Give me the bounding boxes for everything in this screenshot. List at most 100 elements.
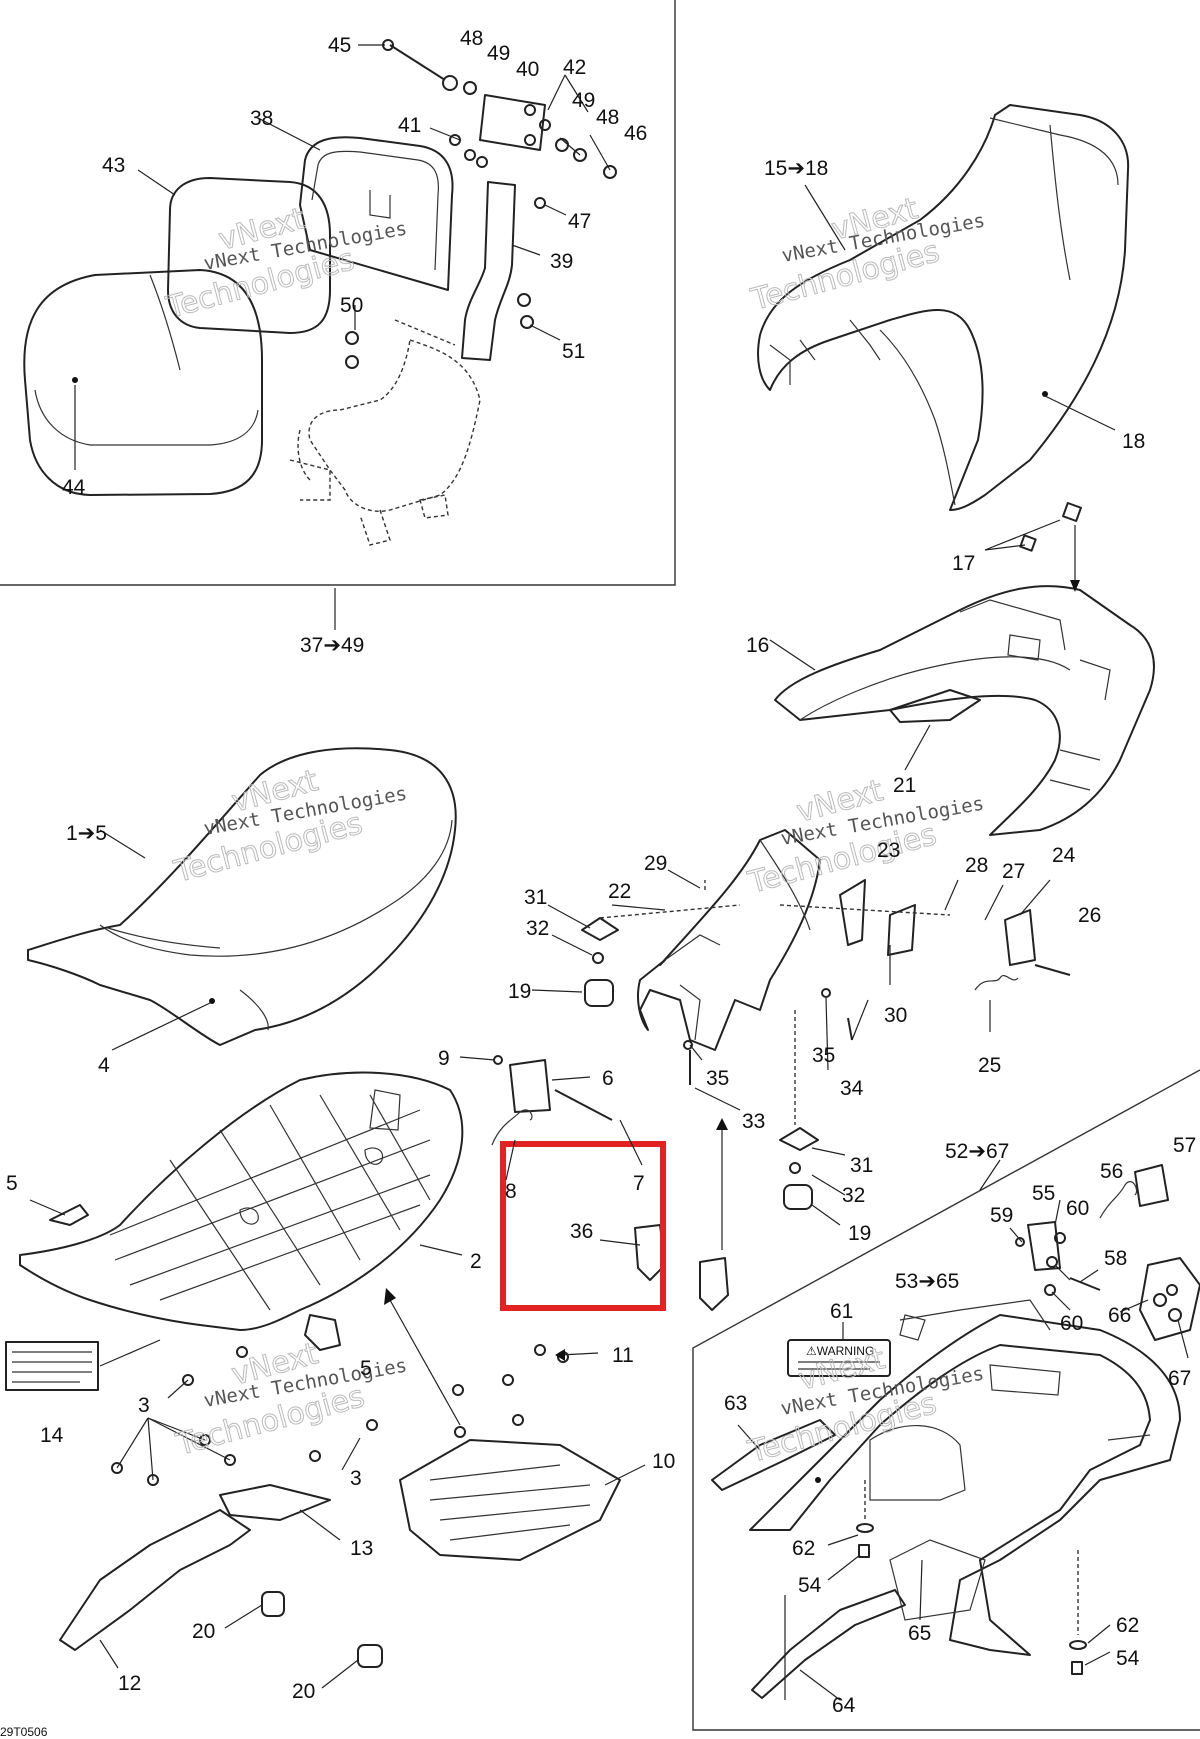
bumpers-20	[261, 1591, 383, 1668]
callout-19b: 19	[848, 1222, 871, 1245]
callout-10: 10	[652, 1450, 675, 1473]
callout-58: 58	[1104, 1247, 1127, 1270]
callout-31a: 31	[524, 886, 547, 909]
callout-4: 4	[98, 1054, 110, 1077]
strip-64	[751, 1589, 906, 1699]
callout-55: 55	[1032, 1182, 1055, 1205]
callout-19a: 19	[508, 980, 531, 1003]
plate-10	[399, 1439, 621, 1561]
callout-39: 39	[550, 250, 573, 273]
callout-37-49: 37➔49	[300, 634, 364, 657]
callout-53-65: 53➔65	[895, 1270, 959, 1293]
callout-8: 8	[505, 1180, 517, 1203]
callout-20b: 20	[292, 1680, 315, 1703]
watermark-group-5: vNext vNext Technologies Technologies	[172, 1336, 409, 1464]
callout-31b: 31	[850, 1154, 873, 1177]
grab-handle-dashed	[289, 319, 481, 546]
fasteners-3	[111, 1346, 378, 1486]
callout-42: 42	[563, 56, 586, 79]
backrest-hardware	[345, 39, 617, 369]
callout-45: 45	[328, 34, 351, 57]
callout-36: 36	[570, 1220, 593, 1243]
label-14	[5, 1341, 99, 1391]
latch-lever-23	[839, 879, 866, 946]
callout-49b: 49	[572, 89, 595, 112]
callout-60b: 60	[1060, 1312, 1083, 1335]
callout-34: 34	[840, 1077, 864, 1100]
callout-26: 26	[1078, 904, 1101, 927]
callout-48b: 48	[596, 106, 619, 129]
strip-63	[711, 1419, 836, 1491]
callout-60a: 60	[1066, 1197, 1089, 1220]
callout-56: 56	[1100, 1160, 1123, 1183]
callout-62a: 62	[792, 1537, 815, 1560]
storage-hardware	[1015, 1164, 1200, 1341]
callout-41: 41	[398, 114, 421, 137]
backrest-bracket	[461, 181, 516, 361]
seat-pad-21	[889, 689, 981, 723]
callout-64: 64	[832, 1694, 856, 1717]
callout-33: 33	[742, 1110, 765, 1133]
callout-3a: 3	[138, 1394, 150, 1417]
callout-66: 66	[1108, 1304, 1131, 1327]
callout-1-5: 1➔5	[66, 822, 107, 845]
latch-bracket-22	[637, 829, 821, 1051]
bumpers-right	[779, 1127, 819, 1210]
backrest-pad	[23, 269, 263, 496]
callout-18: 18	[1122, 430, 1145, 453]
callout-15-18: 15➔18	[764, 157, 828, 180]
highlight-box	[500, 1141, 666, 1311]
bolt-26	[1034, 964, 1071, 976]
install-arrow	[716, 1118, 728, 1250]
watermark-group-6: vNext vNext Technologies Technologies	[744, 1341, 986, 1471]
callout-35a: 35	[812, 1044, 835, 1067]
callout-24: 24	[1052, 844, 1076, 867]
callout-13: 13	[350, 1537, 373, 1560]
callout-46: 46	[624, 122, 647, 145]
callout-17: 17	[952, 552, 975, 575]
alignment-dashes	[599, 880, 951, 1125]
backrest-cushion	[167, 177, 331, 334]
nuts-11	[452, 1344, 569, 1438]
watermark-group-3: vNext vNext Technologies Technologies	[170, 763, 409, 891]
callout-5b: 5	[360, 1357, 372, 1380]
callout-59: 59	[990, 1204, 1013, 1227]
callout-54b: 54	[1116, 1647, 1140, 1670]
callout-44: 44	[62, 476, 86, 499]
leader-lines	[29, 44, 1189, 1701]
callout-50: 50	[340, 294, 363, 317]
callout-47: 47	[568, 210, 591, 233]
passenger-seat	[757, 104, 1130, 511]
latch-cap-5b	[304, 1314, 341, 1351]
plate-10-ribs	[429, 1464, 591, 1541]
callout-43: 43	[102, 154, 125, 177]
bracket-24	[1004, 909, 1036, 966]
callout-21: 21	[893, 774, 916, 797]
callout-14: 14	[40, 1424, 64, 1447]
callout-35b: 35	[706, 1067, 729, 1090]
clips-17	[1019, 502, 1082, 592]
callout-62b: 62	[1116, 1614, 1139, 1637]
storage-kit-frame	[692, 1069, 1200, 1731]
bolts-33-35	[683, 988, 853, 1085]
callout-3b: 3	[350, 1467, 362, 1490]
clip-36-installed	[699, 1257, 729, 1311]
callout-6: 6	[602, 1067, 614, 1090]
callout-2: 2	[470, 1250, 482, 1273]
rider-seat-cover	[27, 747, 457, 1046]
callout-11: 11	[612, 1344, 634, 1367]
drawing-reference: 29T0506	[0, 1725, 48, 1739]
backrest-kit-frame	[0, 0, 676, 630]
warning-label: ⚠WARNING	[787, 1339, 891, 1377]
callout-7: 7	[633, 1172, 645, 1195]
latch-cap-5a	[49, 1204, 89, 1226]
callout-32a: 32	[526, 917, 549, 940]
callout-23: 23	[877, 839, 900, 862]
latch-pad-30	[887, 904, 916, 956]
callout-9: 9	[438, 1047, 450, 1070]
storage-tray	[749, 1299, 1181, 1656]
washers-screws	[856, 1480, 1087, 1675]
callout-40: 40	[516, 58, 539, 81]
watermark-group-2: vNext vNext Technologies Technologies	[747, 191, 987, 319]
